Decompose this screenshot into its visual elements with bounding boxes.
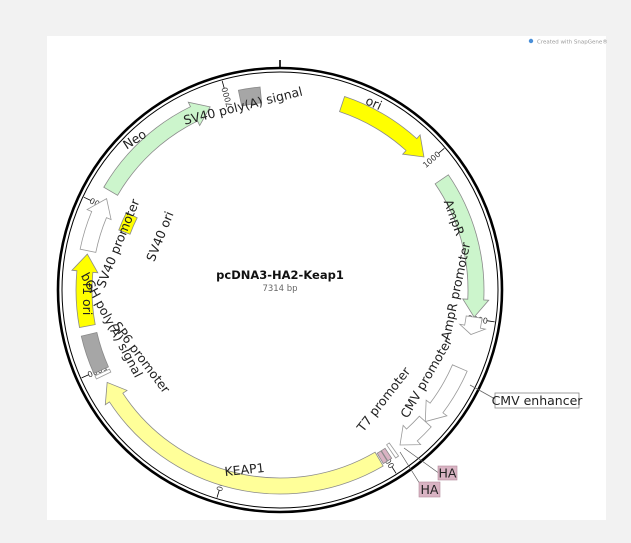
- tick-mark-5000: [81, 374, 90, 379]
- feature-sv40-ori[interactable]: [118, 211, 138, 235]
- snapgene-watermark: Created with SnapGene®: [528, 38, 608, 46]
- label-ha-1-box: HA: [403, 447, 458, 481]
- feature-sp6-promoter[interactable]: [94, 368, 112, 380]
- label-ha-2: HA: [421, 482, 439, 497]
- plasmid-name: pcDNA3-HA2-Keap1: [216, 268, 344, 282]
- feature-ori[interactable]: [339, 95, 425, 158]
- label-ori: ori: [363, 93, 384, 113]
- plasmid-size: 7314 bp: [262, 284, 297, 294]
- plasmid-backbone-inner: [61, 71, 499, 509]
- label-keap1: KEAP1: [224, 460, 265, 479]
- feature-cmv-promoter[interactable]: [399, 415, 432, 446]
- watermark-text: Created with SnapGene®: [537, 39, 608, 46]
- feature-sv40-polya[interactable]: [237, 86, 263, 107]
- feature-neo[interactable]: [103, 101, 211, 196]
- label-cmv-enhancer-box: CMV enhancer: [469, 384, 584, 409]
- tick-mark-1000: [437, 147, 445, 154]
- feature-bgh-polya[interactable]: [80, 332, 109, 374]
- feature-t7-promoter[interactable]: [386, 442, 400, 459]
- tick-mark-4000: [216, 489, 220, 498]
- feature-ampr-promoter[interactable]: [458, 315, 487, 335]
- feature-ha-2[interactable]: [376, 450, 388, 465]
- feature-arrows: [71, 86, 490, 495]
- tick-mark-6000: [83, 196, 92, 201]
- tick-mark-2000: [486, 320, 495, 323]
- label-cmv-enhancer: CMV enhancer: [492, 393, 584, 408]
- snapgene-logo-icon: [528, 38, 534, 44]
- label-f1-ori: f1 ori: [80, 283, 95, 316]
- tick-mark-3000: [391, 466, 397, 474]
- feature-sv40-promoter[interactable]: [79, 198, 112, 253]
- feature-ha-1[interactable]: [380, 447, 393, 462]
- label-ha-2-box: HA: [399, 451, 441, 498]
- tick-mark-7000: [221, 80, 225, 89]
- feature-keap1[interactable]: [104, 381, 384, 495]
- label-ha-1: HA: [439, 466, 457, 481]
- feature-f1-ori[interactable]: [71, 253, 99, 329]
